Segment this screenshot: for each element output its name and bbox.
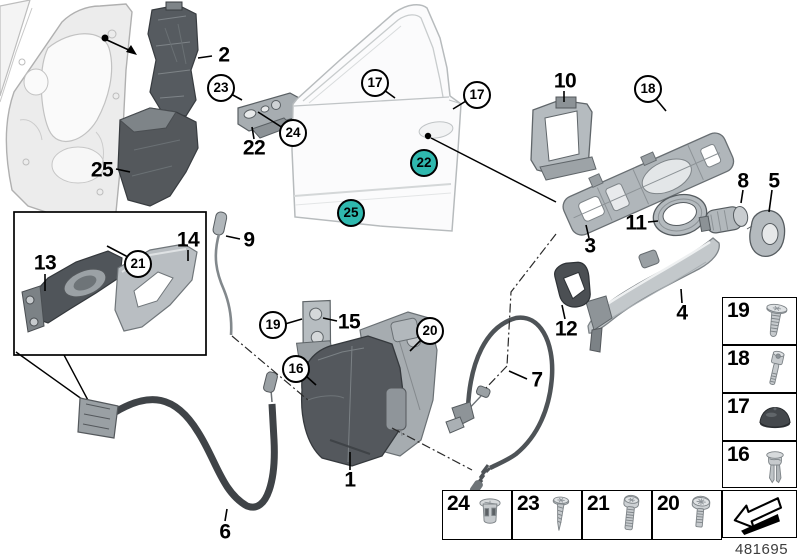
bracket-part-10 bbox=[530, 96, 597, 181]
callout-22[interactable]: 22 bbox=[242, 136, 266, 160]
tapping-screw-icon bbox=[541, 493, 579, 537]
callout-14[interactable]: 14 bbox=[176, 228, 200, 252]
callout-3[interactable]: 3 bbox=[584, 234, 596, 258]
callout-23[interactable]: 23 bbox=[207, 74, 235, 102]
window-module-part-2 bbox=[147, 1, 199, 117]
callout-6[interactable]: 6 bbox=[219, 520, 231, 544]
outer-handle-part-4 bbox=[585, 237, 720, 353]
callout-11[interactable]: 11 bbox=[625, 211, 647, 235]
lock-rod-part-9 bbox=[212, 211, 233, 336]
inner-handle-part-13 bbox=[21, 250, 123, 333]
legend-box-arrow[interactable] bbox=[722, 490, 797, 538]
legend-box-label: 21 bbox=[587, 492, 610, 515]
legend-box-23[interactable]: 23 bbox=[512, 490, 582, 540]
callout-1[interactable]: 1 bbox=[344, 468, 356, 492]
callout-2[interactable]: 2 bbox=[218, 43, 230, 67]
callout-leader-lines bbox=[44, 55, 773, 522]
release-cable-part-7 bbox=[445, 315, 555, 495]
phillips-screw-icon bbox=[681, 493, 719, 537]
callout-13[interactable]: 13 bbox=[33, 251, 57, 275]
grommet-icon bbox=[756, 396, 794, 440]
callout-25[interactable]: 25 bbox=[90, 158, 114, 182]
torx-screw-icon bbox=[611, 493, 649, 537]
legend-box-21[interactable]: 21 bbox=[582, 490, 652, 540]
callout-17[interactable]: 17 bbox=[463, 81, 491, 109]
callout-24[interactable]: 24 bbox=[279, 119, 307, 147]
legend-box-19[interactable]: 19 bbox=[722, 297, 797, 345]
door-lock-part-1 bbox=[300, 311, 438, 467]
legend-box-17[interactable]: 17 bbox=[722, 393, 797, 441]
callout-20[interactable]: 20 bbox=[416, 317, 444, 345]
diagram-number: 481695 bbox=[735, 541, 789, 558]
countersunk-screw-icon bbox=[756, 300, 794, 344]
legend-box-label: 20 bbox=[657, 492, 680, 515]
expansion-nut-icon bbox=[471, 493, 509, 537]
callout-7[interactable]: 7 bbox=[531, 368, 543, 392]
assembly-axis-lines bbox=[231, 233, 557, 471]
direction-arrow-icon bbox=[731, 493, 789, 535]
expanding-rivet-icon bbox=[756, 444, 794, 488]
callout-8[interactable]: 8 bbox=[737, 169, 749, 193]
callout-25[interactable]: 25 bbox=[337, 199, 365, 227]
callout-5[interactable]: 5 bbox=[768, 169, 780, 193]
annotation-pointers bbox=[101, 34, 557, 203]
outer-handle-carrier-part-3 bbox=[562, 132, 735, 236]
callout-15[interactable]: 15 bbox=[337, 310, 361, 334]
legend-box-label: 19 bbox=[727, 299, 750, 322]
legend-box-label: 23 bbox=[517, 492, 540, 515]
legend-box-24[interactable]: 24 bbox=[442, 490, 512, 540]
callout-4[interactable]: 4 bbox=[676, 301, 688, 325]
body-aperture-illustration bbox=[0, 0, 133, 221]
handle-cover-part-12 bbox=[553, 261, 591, 308]
bowden-cable-part-6 bbox=[77, 371, 278, 511]
callout-18[interactable]: 18 bbox=[634, 75, 662, 103]
legend-box-20[interactable]: 20 bbox=[652, 490, 722, 540]
legend-box-label: 17 bbox=[727, 395, 750, 418]
callout-22[interactable]: 22 bbox=[410, 149, 438, 177]
callout-19[interactable]: 19 bbox=[259, 311, 287, 339]
lock-cylinder-part-8 bbox=[698, 205, 749, 234]
legend-box-label: 24 bbox=[447, 492, 470, 515]
callout-17[interactable]: 17 bbox=[361, 69, 389, 97]
callout-12[interactable]: 12 bbox=[554, 317, 578, 341]
legend-box-label: 18 bbox=[727, 347, 750, 370]
legend-box-16[interactable]: 16 bbox=[722, 441, 797, 488]
door-check-part-22 bbox=[237, 92, 302, 139]
callout-10[interactable]: 10 bbox=[553, 69, 577, 93]
socket-screw-icon bbox=[756, 348, 794, 392]
striker-part-15 bbox=[295, 299, 335, 364]
speaker-cover-part-25 bbox=[117, 107, 199, 207]
legend-box-label: 16 bbox=[727, 443, 750, 466]
callout-9[interactable]: 9 bbox=[243, 228, 255, 252]
callout-16[interactable]: 16 bbox=[282, 355, 310, 383]
legend-box-18[interactable]: 18 bbox=[722, 345, 797, 393]
door-panel-illustration bbox=[291, 3, 463, 232]
cylinder-cap-part-5 bbox=[746, 209, 786, 257]
gasket-part-11 bbox=[652, 193, 708, 237]
callout-21[interactable]: 21 bbox=[124, 250, 152, 278]
